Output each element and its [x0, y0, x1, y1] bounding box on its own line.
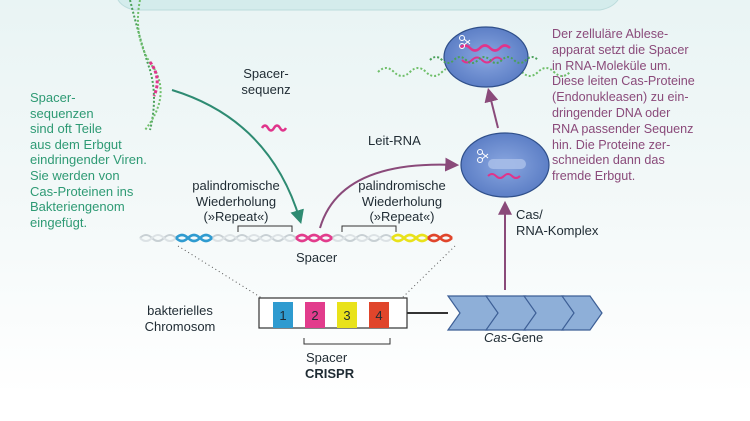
- spacer-box-1: [273, 302, 293, 328]
- spacer-in-dna-label: Spacer: [296, 250, 338, 265]
- spacer-box-4: [369, 302, 389, 328]
- cas-genes-italic: Cas: [484, 330, 508, 345]
- spacer-box-3: [337, 302, 357, 328]
- repeat-left-label: palindromische Wiederholung (»Repeat«): [192, 178, 280, 224]
- leit-rna-label: Leit-RNA: [368, 133, 421, 148]
- spacer-number-4: 4: [375, 308, 382, 323]
- arrow-icon: [484, 87, 499, 129]
- spacer-number-2: 2: [311, 308, 318, 323]
- cas-rna-complex: [460, 132, 550, 198]
- spacer-number-3: 3: [343, 308, 350, 323]
- chromosome-label: bakterielles Chromosom: [144, 303, 216, 334]
- explanation-label: Der zelluläre Ablese- apparat setzt die …: [552, 27, 695, 184]
- cas-complex-label: Cas/ RNA-Komplex: [516, 207, 599, 238]
- scissors-icon: [477, 149, 489, 163]
- spacer-number-1: 1: [279, 308, 286, 323]
- spacer-bottom-label: Spacer: [306, 350, 348, 365]
- spacer-sequence-label: Spacer- sequenz: [241, 66, 291, 97]
- arrow-icon: [319, 157, 460, 229]
- scissors-icon: [459, 35, 471, 49]
- repeat-right-label: palindromische Wiederholung (»Repeat«): [358, 178, 446, 224]
- cas-genes-rest: -Gene: [507, 330, 544, 345]
- cas-genes: [446, 295, 603, 331]
- cas-complex-on-target: [377, 26, 571, 88]
- zoom-line-right: [399, 245, 456, 301]
- crispr-array: [258, 297, 448, 345]
- viral-dna-top-left: [129, 0, 162, 131]
- spacer-fragment: [260, 124, 288, 132]
- crispr-label: CRISPR: [305, 366, 355, 381]
- chromosome-dna: [139, 225, 453, 243]
- arrow-icon: [171, 89, 304, 225]
- spacer-box-2: [305, 302, 325, 328]
- spacer-origin-label: Spacer- sequenzen sind oft Teile aus dem…: [30, 90, 147, 230]
- cas-genes-label: Cas-Gene: [484, 330, 543, 346]
